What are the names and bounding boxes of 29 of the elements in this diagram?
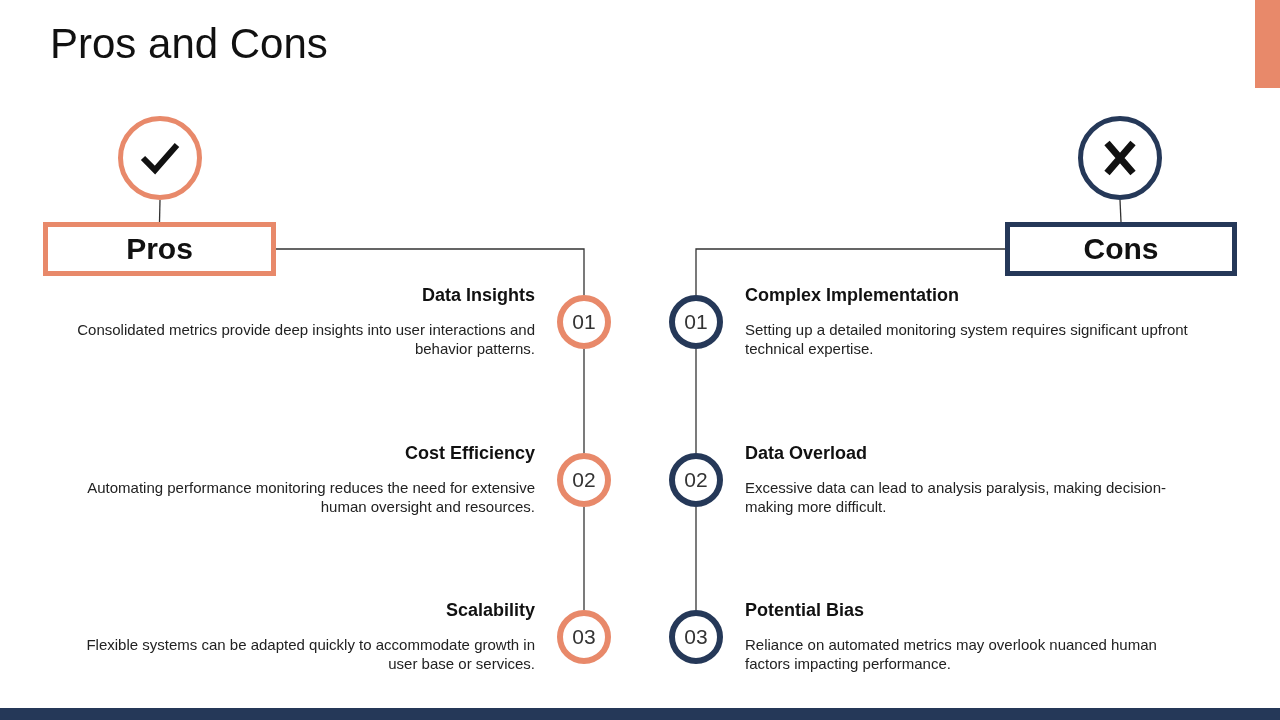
item-description: Setting up a detailed monitoring system requires significant upfront technical expertise. xyxy=(745,320,1189,358)
number-circle: 02 xyxy=(557,453,611,507)
item-heading: Data Overload xyxy=(745,443,869,464)
connector-line xyxy=(275,248,585,296)
item-description: Flexible systems can be adapted quickly to accommodate growth in user base or services. xyxy=(85,635,535,673)
item-description: Consolidated metrics provide deep insights into user interactions and behavior patterns. xyxy=(76,320,535,358)
connector-line xyxy=(158,199,161,223)
item-heading: Cost Efficiency xyxy=(403,443,535,464)
item-heading: Data Insights xyxy=(420,285,535,306)
connector-line xyxy=(695,248,1006,296)
header-box: Cons xyxy=(1005,222,1237,276)
connector-line xyxy=(695,348,697,454)
number-circle: 02 xyxy=(669,453,723,507)
number-circle: 03 xyxy=(669,610,723,664)
slide-title: Pros and Cons xyxy=(50,20,328,68)
item-description: Automating performance monitoring reduces the need for extensive human oversight and resources. xyxy=(86,478,535,516)
item-heading: Complex Implementation xyxy=(745,285,961,306)
number-circle: 01 xyxy=(669,295,723,349)
item-description: Excessive data can lead to analysis paralysis, making decision-making more difficult. xyxy=(745,478,1168,516)
connector-line xyxy=(695,506,697,611)
item-description: Reliance on automated metrics may overlook nuanced human factors impacting performance. xyxy=(745,635,1158,673)
connector-line xyxy=(1119,199,1122,223)
item-heading: Scalability xyxy=(444,600,535,621)
header-box: Pros xyxy=(43,222,276,276)
connector-line xyxy=(583,348,585,454)
connector-line xyxy=(583,506,585,611)
number-circle: 03 xyxy=(557,610,611,664)
number-circle: 01 xyxy=(557,295,611,349)
item-heading: Potential Bias xyxy=(745,600,866,621)
